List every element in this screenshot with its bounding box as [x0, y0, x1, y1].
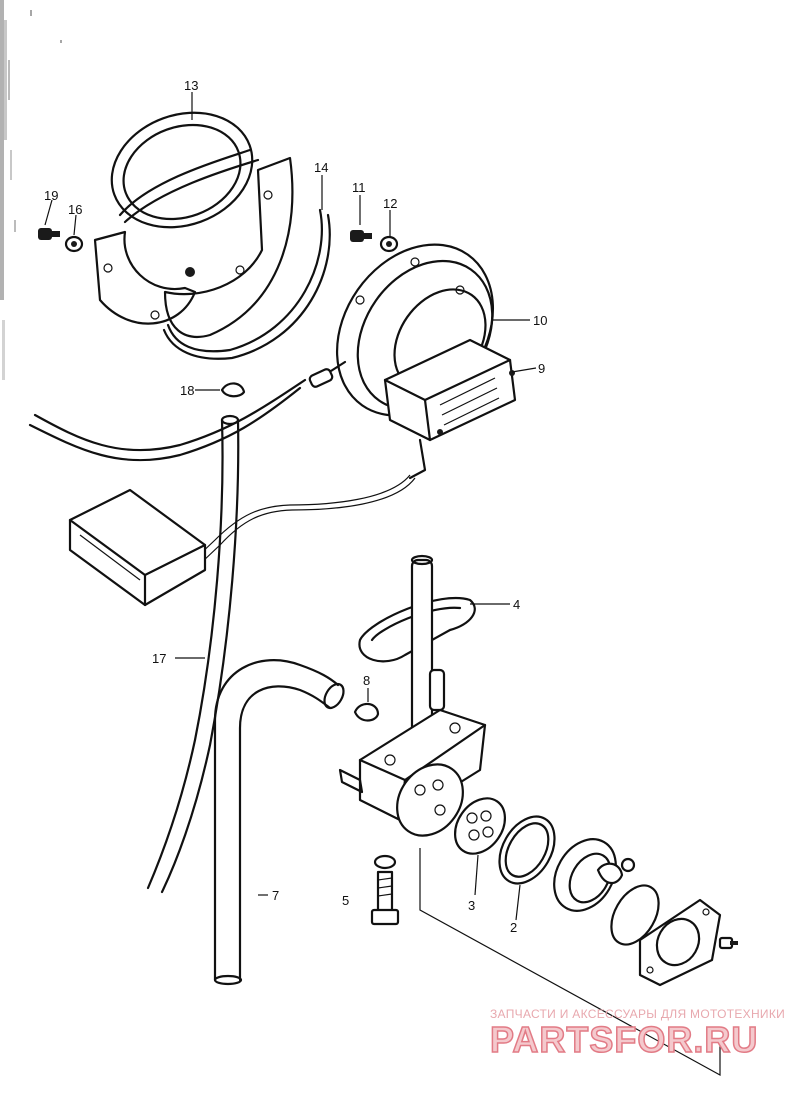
- part-2-o-ring: [498, 815, 556, 885]
- part-5-bolt: [370, 854, 400, 926]
- callout-11: 11: [352, 180, 366, 195]
- callout-12: 12: [383, 196, 397, 211]
- part-9-sender-unit: [383, 338, 517, 480]
- part-4-petcock-gasket: [358, 597, 476, 663]
- fuel-petcock: [338, 554, 487, 837]
- callout-2: 2: [510, 920, 517, 935]
- bowl-o-ring: [610, 884, 660, 946]
- part-7-bent-hose: [213, 659, 345, 986]
- callout-10: 10: [533, 313, 547, 328]
- leader-lines: [44, 92, 537, 921]
- callout-7: 7: [272, 888, 279, 903]
- part-14-gasket-halves: [93, 156, 331, 360]
- callout-18: 18: [180, 383, 194, 398]
- watermark-tagline: ЗАПЧАСТИ И АКСЕССУАРЫ ДЛЯ МОТОТЕХНИКИ: [490, 1007, 785, 1021]
- callout-4: 4: [513, 597, 520, 612]
- watermark-brand: PARTSFOR.RU: [490, 1019, 758, 1060]
- callout-14: 14: [314, 160, 328, 175]
- assembly-bracket-line: [419, 848, 721, 1077]
- part-3-filter-disc: [453, 797, 507, 855]
- part-13-cap-ring: [110, 111, 260, 229]
- watermark: ЗАПЧАСТИ И АКСЕССУАРЫ ДЛЯ МОТОТЕХНИКИ PA…: [489, 1007, 785, 1061]
- part-18-clip: [220, 382, 246, 398]
- callout-9: 9: [538, 361, 545, 376]
- callout-5: 5: [342, 893, 349, 908]
- part-11-bolt: [350, 230, 372, 242]
- part-19-screw: [38, 228, 60, 240]
- callout-16: 16: [68, 202, 82, 217]
- callout-17: 17: [152, 651, 166, 666]
- scan-noise: [0, 0, 62, 380]
- sediment-bowl: [553, 838, 636, 912]
- part-16-washer: [64, 235, 84, 253]
- part-8-clip: [353, 702, 380, 722]
- part-12-washer: [379, 235, 399, 253]
- callout-8: 8: [363, 673, 370, 688]
- callout-13: 13: [184, 78, 198, 93]
- callout-19: 19: [44, 188, 58, 203]
- cover-screw: [718, 936, 738, 950]
- callout-3: 3: [468, 898, 475, 913]
- gauge-wires: [28, 360, 416, 581]
- callout-labels: 13 14 19 16 11 12 10 9 18 4 17 8 7 5 3 2: [44, 78, 547, 935]
- connector-box: [68, 488, 207, 607]
- cover-plate: [638, 898, 722, 987]
